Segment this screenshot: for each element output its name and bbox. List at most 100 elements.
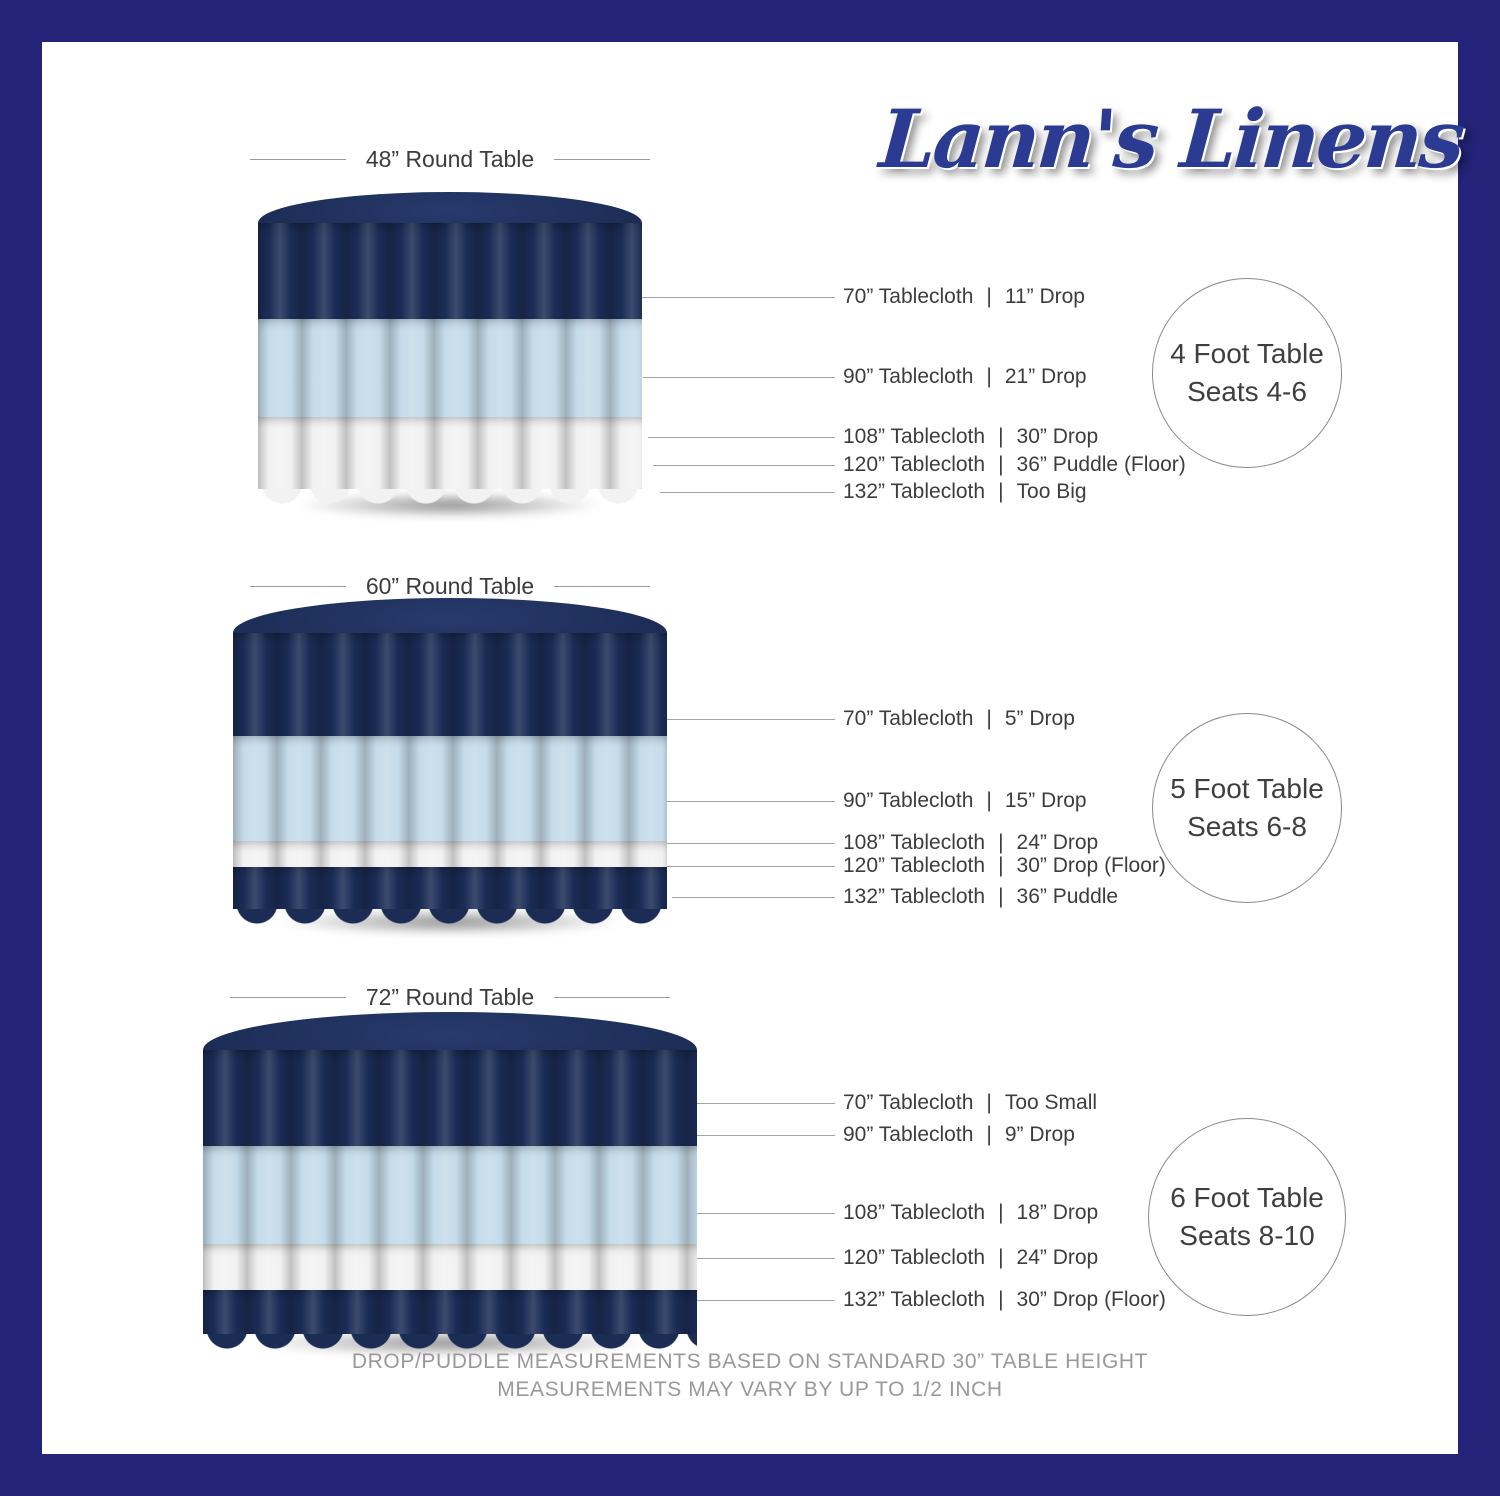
separator: |	[986, 285, 992, 308]
separator: |	[986, 1091, 992, 1114]
separator: |	[998, 480, 1004, 503]
measurement-row: 132” Tablecloth | Too Big	[843, 479, 1087, 505]
title-rule-right	[554, 997, 670, 998]
title-rule-left	[250, 159, 346, 160]
table-title-text: 60” Round Table	[365, 573, 535, 599]
tablecloth-size: 70” Tablecloth	[843, 285, 974, 308]
measurement-row: 120” Tablecloth | 36” Puddle (Floor)	[843, 452, 1186, 478]
seating-capacity-line2: Seats 6-8	[1187, 811, 1307, 842]
leader-line	[628, 297, 835, 298]
drop-value: 9” Drop	[1004, 1123, 1075, 1146]
separator: |	[998, 453, 1004, 476]
leader-line	[653, 465, 835, 466]
tablecloth-size: 108” Tablecloth	[843, 425, 986, 448]
drop-value: 18” Drop	[1016, 1201, 1099, 1224]
measurement-row: 90” Tablecloth | 21” Drop	[843, 364, 1087, 390]
table-title-text: 48” Round Table	[365, 146, 535, 172]
tablecloth-size: 108” Tablecloth	[843, 831, 986, 854]
table-title: 72” Round Table	[230, 984, 670, 1011]
separator: |	[986, 1123, 992, 1146]
white-tablecloth-band	[233, 841, 667, 867]
measurement-row: 132” Tablecloth | 36” Puddle	[843, 884, 1118, 910]
tablecloth-scallop-edge	[233, 909, 667, 925]
footer-note: DROP/PUDDLE MEASUREMENTS BASED ON STANDA…	[0, 1348, 1500, 1405]
leader-line	[690, 1135, 835, 1136]
separator: |	[986, 365, 992, 388]
separator: |	[986, 707, 992, 730]
tablecloth-size: 132” Tablecloth	[843, 480, 986, 503]
drop-value: Too Big	[1016, 480, 1087, 503]
footer-line2: MEASUREMENTS MAY VARY BY UP TO 1/2 INCH	[497, 1378, 1003, 1402]
tablecloth-size: 70” Tablecloth	[843, 707, 974, 730]
table-top	[233, 598, 667, 668]
tablecloth-size: 120” Tablecloth	[843, 1246, 986, 1269]
navy-tablecloth-band	[258, 223, 642, 319]
navy-bottom-band	[203, 1290, 697, 1334]
drop-value: 24” Drop	[1016, 1246, 1099, 1269]
title-rule-right	[554, 586, 650, 587]
measurement-row: 90” Tablecloth | 15” Drop	[843, 788, 1087, 814]
measurement-row: 70” Tablecloth | 11” Drop	[843, 284, 1085, 310]
measurement-row: 90” Tablecloth | 9” Drop	[843, 1122, 1075, 1148]
footer-line1: DROP/PUDDLE MEASUREMENTS BASED ON STANDA…	[351, 1350, 1149, 1373]
drop-value: 24” Drop	[1016, 831, 1099, 854]
table-illustration	[202, 598, 698, 941]
table-title-text: 72” Round Table	[365, 984, 535, 1010]
measurement-row: 120” Tablecloth | 24” Drop	[843, 1245, 1098, 1271]
tablecloth-size: 90” Tablecloth	[843, 365, 974, 388]
tablecloth-scallop-edge	[258, 489, 642, 505]
table-title: 60” Round Table	[250, 573, 650, 600]
table-title: 48” Round Table	[250, 146, 650, 173]
table-illustration	[168, 1012, 732, 1362]
measurement-row: 70” Tablecloth | 5” Drop	[843, 706, 1075, 732]
measurement-row: 108” Tablecloth | 30” Drop	[843, 424, 1098, 450]
title-rule-right	[554, 159, 650, 160]
navy-tablecloth-band	[233, 633, 667, 736]
table-illustration	[231, 192, 669, 524]
separator: |	[998, 1246, 1004, 1269]
leader-line	[660, 492, 835, 493]
tablecloth-size: 120” Tablecloth	[843, 453, 986, 476]
measurement-row: 108” Tablecloth | 24” Drop	[843, 830, 1098, 856]
leader-line	[690, 1258, 835, 1259]
seating-capacity-line1: 6 Foot Table	[1170, 1182, 1324, 1214]
seating-capacity-line2: Seats 8-10	[1179, 1220, 1315, 1251]
tablecloth-skirt	[258, 223, 642, 505]
drop-value: 36” Puddle (Floor)	[1016, 453, 1186, 476]
navy-bottom-band	[233, 867, 667, 909]
leader-line	[655, 719, 835, 720]
drop-value: Too Small	[1004, 1091, 1098, 1114]
seating-capacity-line2: Seats 4-6	[1187, 376, 1307, 407]
separator: |	[998, 425, 1004, 448]
leader-line	[660, 801, 835, 802]
separator: |	[998, 1288, 1004, 1311]
separator: |	[998, 1201, 1004, 1224]
leader-line	[658, 866, 835, 867]
drop-value: 30” Drop	[1016, 425, 1099, 448]
measurement-row: 120” Tablecloth | 30” Drop (Floor)	[843, 853, 1166, 879]
drop-value: 21” Drop	[1004, 365, 1087, 388]
leader-line	[648, 437, 835, 438]
lightblue-tablecloth-band	[258, 319, 642, 417]
tablecloth-size: 120” Tablecloth	[843, 854, 986, 877]
leader-line	[693, 1213, 835, 1214]
leader-line	[682, 1103, 835, 1104]
measurement-row: 132” Tablecloth | 30” Drop (Floor)	[843, 1287, 1166, 1313]
white-tablecloth-band	[203, 1244, 697, 1290]
separator: |	[998, 831, 1004, 854]
drop-value: 36” Puddle	[1016, 885, 1119, 908]
drop-value: 30” Drop (Floor)	[1016, 854, 1166, 877]
drop-value: 30” Drop (Floor)	[1016, 1288, 1166, 1311]
title-rule-left	[230, 997, 346, 998]
leader-line	[685, 1300, 835, 1301]
drop-value: 15” Drop	[1004, 789, 1087, 812]
title-rule-left	[250, 586, 346, 587]
table-top	[258, 192, 642, 254]
tablecloth-skirt	[203, 1050, 697, 1350]
leader-line	[672, 897, 835, 898]
measurement-row: 108” Tablecloth | 18” Drop	[843, 1200, 1098, 1226]
